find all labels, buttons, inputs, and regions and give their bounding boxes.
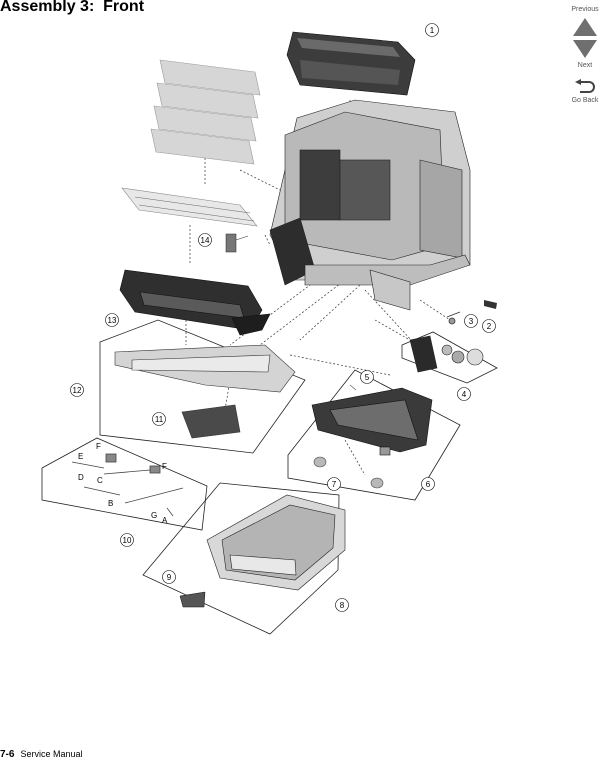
fuser-assembly [286, 31, 416, 96]
exploded-parts-diagram: 1 2 3 4 5 6 7 8 9 10 11 12 13 14 A B C D… [41, 23, 498, 635]
callout-14: 14 [201, 236, 210, 245]
toner-cartridges [150, 59, 261, 165]
next-label: Next [577, 62, 593, 69]
gear-set [409, 335, 484, 373]
navigation-panel: Previous Next Go Back [562, 0, 608, 104]
next-button[interactable] [572, 39, 598, 59]
part-3 [446, 311, 461, 325]
callout-7: 7 [332, 480, 337, 489]
footer-manual-title: Service Manual [20, 749, 83, 759]
callout-4: 4 [462, 390, 467, 399]
transfer-module [119, 269, 271, 336]
letter-b: B [108, 499, 113, 508]
printer-frame [269, 99, 471, 311]
paper-feed-assembly [311, 384, 433, 456]
paper-tray [206, 494, 346, 591]
letter-a: A [162, 516, 168, 525]
letter-g: G [151, 511, 157, 520]
part-letter-labels: A B C D E F F G [78, 442, 168, 525]
callout-3: 3 [469, 317, 474, 326]
callout-markers [70, 23, 496, 612]
cable-and-parts-group [71, 453, 184, 517]
letter-d: D [78, 473, 84, 482]
callout-numbers: 1 2 3 4 5 6 7 8 9 10 11 12 13 14 [73, 26, 492, 610]
callout-13: 13 [108, 316, 117, 325]
go-back-icon[interactable] [574, 79, 596, 95]
part-2 [484, 300, 497, 309]
callout-1: 1 [430, 26, 435, 35]
part-14 [225, 233, 249, 253]
callout-12: 12 [73, 386, 82, 395]
previous-label: Previous [571, 6, 599, 13]
letter-e: E [78, 452, 83, 461]
letter-f-lower: F [162, 462, 167, 471]
photoconductor-units [121, 187, 258, 227]
callout-10: 10 [123, 536, 132, 545]
part-9 [179, 591, 206, 608]
previous-button[interactable] [572, 17, 598, 37]
page-title: Assembly 3: Front [0, 0, 145, 15]
callout-2: 2 [487, 322, 492, 331]
callout-5: 5 [365, 373, 370, 382]
callout-9: 9 [167, 573, 172, 582]
media-tray-frame [114, 344, 296, 439]
letter-f-upper: F [96, 442, 101, 451]
go-back-label[interactable]: Go Back [571, 97, 599, 104]
callout-11: 11 [155, 415, 164, 424]
letter-c: C [97, 476, 103, 485]
callout-6: 6 [426, 480, 431, 489]
pick-rollers [313, 456, 384, 489]
footer-page-number: 7-6 [0, 749, 15, 760]
page-footer: 7-6 Service Manual [0, 749, 82, 760]
callout-8: 8 [340, 601, 345, 610]
